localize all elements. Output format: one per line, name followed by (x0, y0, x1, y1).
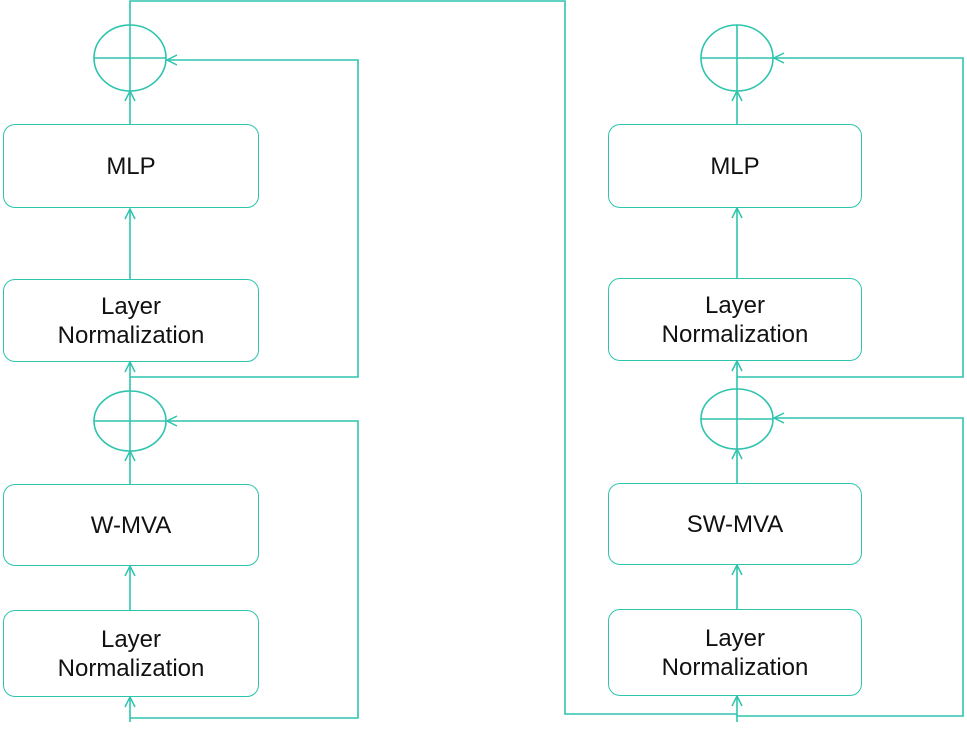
layer-norm-top-left-line1: Layer (100, 292, 162, 320)
mlp-label-right: MLP (710, 152, 760, 180)
sw-mva-block: SW-MVA (608, 483, 862, 565)
layer-norm-bottom-right-line1: Layer (704, 624, 766, 652)
layer-norm-top-left: Layer Normalization (3, 279, 259, 362)
layer-norm-top-right: Layer Normalization (608, 278, 862, 361)
layer-norm-bottom-left-line1: Layer (100, 625, 162, 653)
add-node-right-lower (700, 388, 774, 450)
connector-left-output-to-right-input (129, 0, 737, 715)
sw-mva-label: SW-MVA (686, 510, 784, 538)
w-mva-block: W-MVA (3, 484, 259, 566)
w-mva-label: W-MVA (90, 511, 172, 539)
add-node-left-upper (93, 24, 167, 92)
layer-norm-bottom-right-line2: Normalization (661, 653, 809, 681)
layer-norm-top-left-line2: Normalization (57, 321, 205, 349)
mlp-block-left: MLP (3, 124, 259, 208)
residual-skip-left-upper (130, 60, 359, 378)
residual-skip-right-lower (737, 418, 964, 717)
mlp-label-left: MLP (106, 152, 156, 180)
residual-skip-right-upper (737, 58, 964, 378)
layer-norm-bottom-right: Layer Normalization (608, 609, 862, 696)
layer-norm-bottom-left: Layer Normalization (3, 610, 259, 697)
residual-skip-left-lower (130, 421, 359, 719)
layer-norm-bottom-left-line2: Normalization (57, 654, 205, 682)
mlp-block-right: MLP (608, 124, 862, 208)
layer-norm-top-right-line1: Layer (704, 291, 766, 319)
layer-norm-top-right-line2: Normalization (661, 320, 809, 348)
add-node-left-lower (93, 390, 167, 452)
add-node-right-upper (700, 24, 774, 92)
